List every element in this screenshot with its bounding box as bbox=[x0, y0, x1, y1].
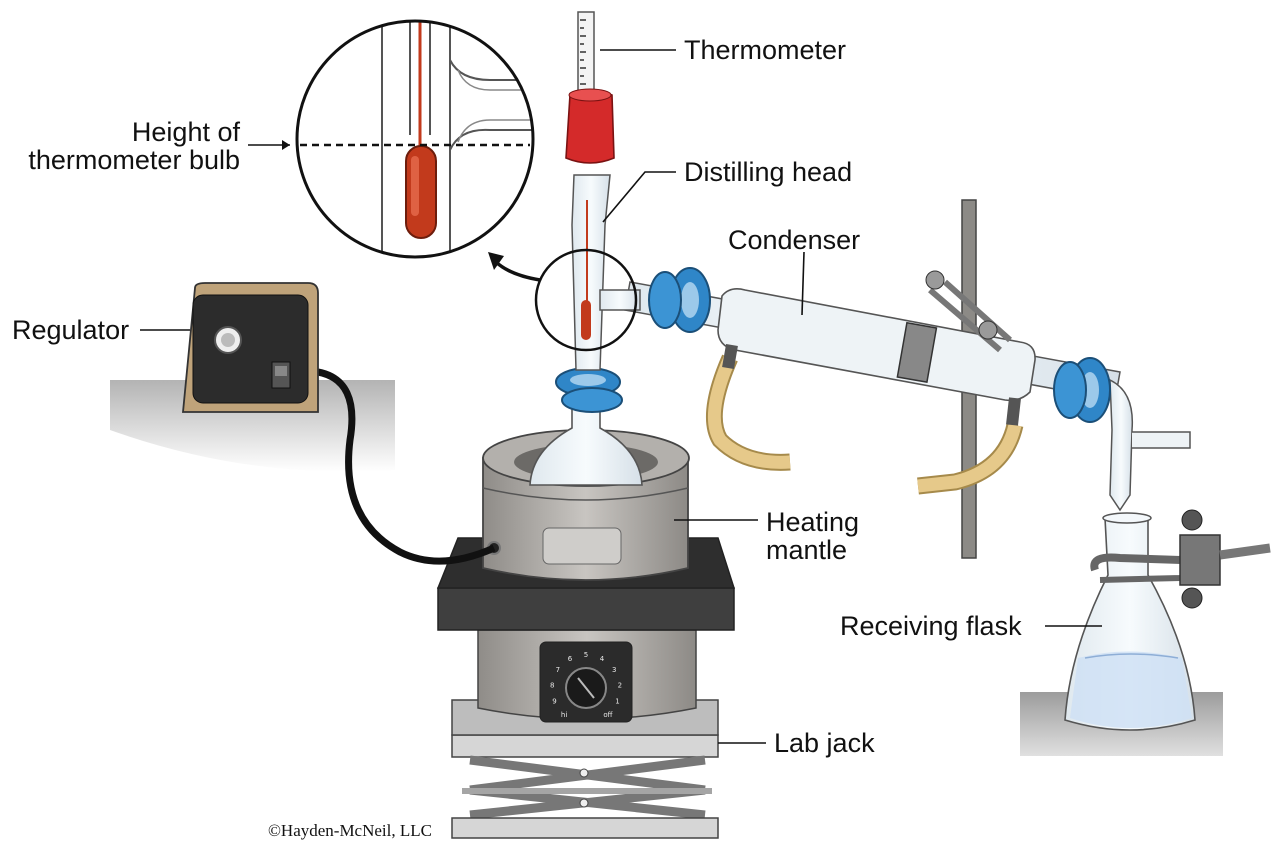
thermometer bbox=[577, 11, 595, 330]
label-heating-mantle-line2: mantle bbox=[766, 535, 847, 565]
condenser-clamp bbox=[896, 270, 1012, 384]
dial-mark: off bbox=[603, 711, 612, 719]
label-condenser: Condenser bbox=[728, 225, 860, 255]
dial-mark: 6 bbox=[568, 655, 573, 663]
dial-mark: 8 bbox=[550, 681, 554, 689]
dial-mark: 7 bbox=[556, 666, 560, 674]
thermometer-bulb-zoom bbox=[295, 19, 535, 259]
thermometer-stopper bbox=[565, 88, 615, 164]
copyright-notice: ©Hayden-McNeil, LLC bbox=[268, 821, 432, 840]
round-bottom-flask bbox=[529, 394, 643, 486]
distilling-head bbox=[571, 174, 641, 371]
receiving-flask bbox=[1064, 512, 1196, 731]
condenser-water-tubing bbox=[705, 354, 1024, 495]
leader-lines bbox=[140, 49, 1102, 744]
dial-mark: 9 bbox=[552, 698, 556, 706]
label-thermometer: Thermometer bbox=[684, 35, 846, 65]
joint-clips bbox=[555, 267, 1111, 423]
bench-shadow-left bbox=[110, 380, 395, 472]
dial-mark: 5 bbox=[584, 651, 588, 659]
condenser bbox=[624, 281, 1191, 512]
dial-mark: hi bbox=[561, 711, 567, 719]
regulator-cord bbox=[317, 368, 496, 565]
dial-mark: 1 bbox=[615, 698, 619, 706]
label-distilling-head: Distilling head bbox=[684, 157, 852, 187]
label-bulb-height-line2: thermometer bulb bbox=[28, 145, 240, 175]
regulator bbox=[182, 282, 319, 413]
label-lab-jack: Lab jack bbox=[774, 728, 875, 758]
dial-mark: 2 bbox=[618, 681, 622, 689]
label-bulb-height-line1: Height of bbox=[132, 117, 241, 147]
magnifier-small-circle bbox=[534, 248, 638, 352]
label-receiving-flask: Receiving flask bbox=[840, 611, 1022, 641]
receiving-flask-clamp bbox=[1090, 509, 1271, 609]
dial-mark: 4 bbox=[600, 655, 605, 663]
label-regulator: Regulator bbox=[12, 315, 129, 345]
label-heating-mantle-line1: Heating bbox=[766, 507, 859, 537]
zoom-arrow bbox=[488, 252, 541, 282]
dial-mark: 3 bbox=[612, 666, 616, 674]
